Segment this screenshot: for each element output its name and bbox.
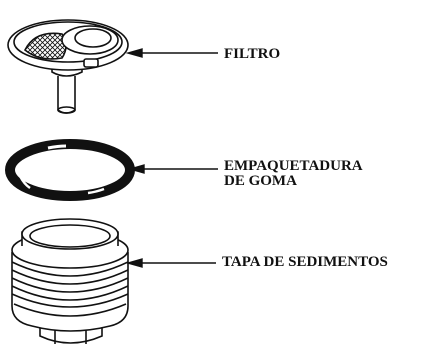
arrow-icon (125, 258, 216, 268)
gasket-label-line2: DE GOMA (224, 173, 297, 189)
gasket-label: EMPAQUETADURA DE GOMA (224, 159, 363, 189)
gasket-label-line1: EMPAQUETADURA (224, 158, 363, 174)
cap-label: TAPA DE SEDIMENTOS (222, 254, 388, 270)
arrow-icon (127, 164, 218, 174)
rubber-gasket-illustration (5, 139, 135, 201)
filter-label: FILTRO (224, 46, 281, 62)
sediment-cap-illustration (11, 218, 129, 344)
filter-illustration (7, 19, 129, 114)
arrow-icon (125, 48, 218, 58)
